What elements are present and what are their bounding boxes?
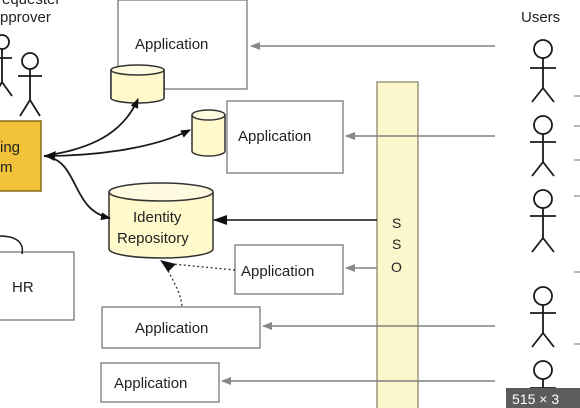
application-label-2: Application	[238, 128, 311, 145]
size-badge-label: 515 × 3	[512, 391, 559, 407]
provisioning-label-line2: m	[0, 159, 13, 176]
hr-label: HR	[12, 279, 34, 296]
user-actor-4	[530, 286, 556, 348]
user-actor-3	[530, 189, 556, 253]
application-box-2[interactable]	[226, 100, 344, 174]
repository-dotted-arrowhead	[160, 260, 176, 272]
identity-repository-label-line1: Identity	[133, 209, 182, 226]
sso-letter-o: O	[391, 259, 402, 275]
users-label: Users	[521, 9, 560, 26]
sso-letter-s2: S	[392, 236, 401, 252]
size-badge	[506, 388, 580, 408]
app2-database-icon	[191, 109, 226, 157]
hr-connector	[0, 235, 24, 255]
application-label-1: Application	[135, 36, 208, 53]
requester-label-line2: pprover	[0, 9, 51, 26]
approver-actor	[0, 34, 13, 97]
provisioning-label-line1: ing	[0, 139, 20, 156]
sso-letter-s1: S	[392, 215, 401, 231]
user-actor-1	[530, 39, 556, 103]
hr-box	[0, 251, 75, 321]
application-label-3: Application	[241, 263, 314, 280]
provisioning-inbound-arrowhead	[44, 151, 56, 160]
app1-database-icon	[110, 64, 165, 104]
application-box-3[interactable]	[234, 244, 344, 295]
requester-label-line1: equester	[2, 0, 60, 8]
app3-to-repository-dotted-arrow	[171, 263, 236, 271]
provisioning-system-box	[0, 120, 42, 192]
application-box-5[interactable]	[100, 362, 220, 403]
requester-actor	[18, 52, 42, 117]
identity-repository-database	[108, 182, 214, 259]
provisioning-to-repository-arrow	[43, 155, 111, 221]
user-actor-5	[530, 360, 556, 408]
application-label-5: Application	[114, 375, 187, 392]
application-box-4[interactable]	[101, 306, 261, 349]
application-label-4: Application	[135, 320, 208, 337]
user-actor-2	[530, 115, 556, 177]
provisioning-to-app2-arrow	[43, 129, 191, 157]
identity-repository-label-line2: Repository	[117, 230, 189, 247]
app4-to-repository-dotted-arrow	[166, 267, 183, 307]
provisioning-to-app1-arrow	[43, 98, 139, 157]
repository-to-provisioning-arrow	[45, 153, 56, 162]
